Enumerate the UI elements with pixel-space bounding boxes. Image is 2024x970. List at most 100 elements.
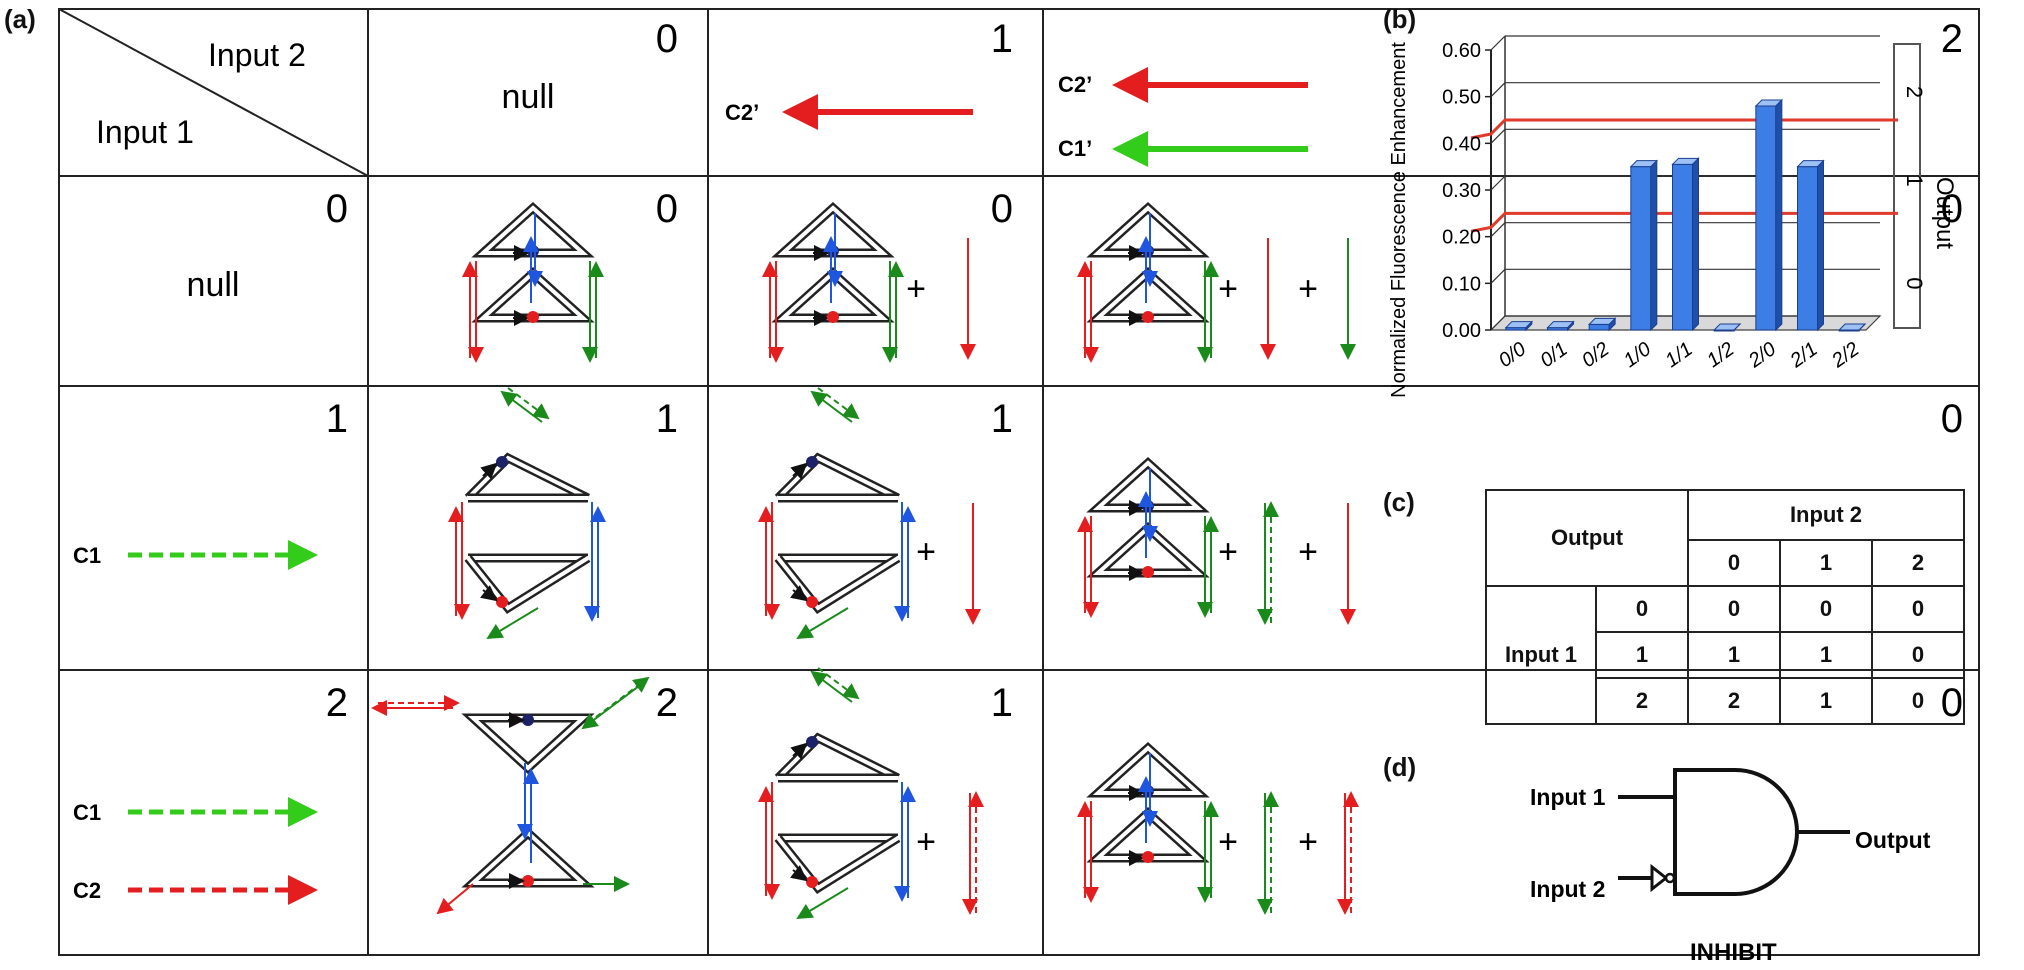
header-input2-label: Input 2: [208, 37, 306, 73]
plus-sign: +: [1218, 270, 1238, 308]
chart-y-tick-label: 0.60: [1442, 40, 1481, 62]
truth-table-col-1: 1: [1779, 539, 1873, 587]
chart-bar: [1672, 163, 1693, 331]
chart-gridline-side: [1490, 82, 1506, 98]
cell-1-0-output: 1: [656, 397, 678, 441]
truth-table-cell: 0: [1871, 585, 1965, 633]
row-header-2-num: 2: [326, 681, 348, 725]
chart-right-level-label: 0: [1902, 277, 1927, 289]
chart-bar: [1588, 323, 1610, 331]
cell-2-0-output: 2: [656, 681, 678, 725]
fluorescence-bar-chart: Normalized Fluorescence Enhancement Outp…: [1388, 35, 1955, 398]
chart-right-axis: 012: [1893, 43, 1927, 329]
chart-ylabel-right: Output: [1931, 177, 1955, 249]
chart-gridline-side: [1490, 175, 1506, 191]
plus-sign: +: [916, 533, 936, 571]
truth-table-cell: 1: [1687, 631, 1781, 679]
open-prism-structure: [766, 388, 908, 638]
chart-bar-side: [1525, 320, 1533, 332]
truth-table-output-header: Output: [1485, 489, 1689, 587]
chart-x-tick-label: 2/1: [1786, 338, 1822, 373]
open-prism-structure: [766, 668, 908, 918]
chart-right-axis-box: [1893, 43, 1921, 329]
gate-output-label: Output: [1855, 827, 1931, 853]
chart-x-tick-label: 2/2: [1827, 338, 1863, 373]
chart-y-tick-label: 0.00: [1442, 320, 1481, 342]
chart-threshold-line: [1470, 211, 1898, 233]
gate-inverter-bubble: [1664, 872, 1676, 884]
chart-y-tick-label: 0.50: [1442, 87, 1481, 109]
truth-table-input2-header: Input 2: [1687, 489, 1965, 541]
chart-x-tick-label: 2/0: [1744, 338, 1780, 373]
duplex-strand-red: [1345, 793, 1351, 913]
chart-bar-side: [1608, 317, 1616, 332]
chart-bar: [1797, 166, 1818, 331]
chart-x-tick-label: 0/0: [1495, 338, 1530, 372]
cell-0-2-output: 0: [1941, 187, 1963, 231]
chart-x-tick-label: 0/1: [1536, 338, 1571, 372]
chart-bar: [1630, 166, 1652, 331]
truth-table-row-2-in1: 2: [1595, 677, 1689, 725]
truth-table-cell: 0: [1871, 631, 1965, 679]
row-header-1-num: 1: [326, 397, 348, 441]
cell-1-1-output: 1: [991, 397, 1013, 441]
cell-0-1-output: 0: [991, 187, 1013, 231]
header-input1-label: Input 1: [96, 114, 194, 150]
chart-ylabel: Normalized Fluorescence Enhancement: [1388, 42, 1410, 398]
col-header-0-text: null: [502, 78, 555, 116]
plus-sign: +: [916, 823, 936, 861]
chart-bars: [1504, 98, 1867, 332]
chart-y-tick-label: 0.40: [1442, 133, 1481, 155]
plus-sign: +: [1218, 533, 1238, 571]
chart-bar: [1755, 105, 1777, 331]
panel-b-label: (b): [1383, 4, 1417, 34]
plus-sign: +: [1298, 533, 1318, 571]
closed-prism-structure: [1085, 748, 1211, 901]
chart-x-tick-label: 1/1: [1661, 338, 1696, 372]
col-header-0-num: 0: [656, 17, 678, 61]
header-diagonal: [58, 8, 369, 177]
plus-sign: +: [906, 270, 926, 308]
col-header-2-num: 2: [1941, 17, 1963, 61]
duplex-strand-red: [970, 793, 976, 913]
truth-table-cell: 1: [1779, 677, 1873, 725]
chart-threshold-lines: [1470, 118, 1898, 233]
row-header-2-strand-0: C1: [73, 800, 101, 825]
plus-sign: +: [1298, 270, 1318, 308]
chart-y-tick-label: 0.10: [1442, 273, 1481, 295]
col-header-2-strand-0: C2’: [1058, 72, 1092, 97]
inhibit-gate-diagram: Input 1 Input 2 Output INHIBIT: [1530, 768, 1931, 966]
row-header-1-strand-0: C1: [73, 543, 101, 568]
chart-y-ticks: 0.000.100.200.300.400.500.60: [1442, 40, 1491, 342]
chart-bar-side: [1567, 320, 1574, 332]
chart-x-tick-label: 1/0: [1620, 338, 1655, 372]
panel-d-label: (d): [1383, 752, 1417, 782]
gate-input2-label: Input 2: [1530, 876, 1605, 902]
col-header-1-num: 1: [991, 17, 1013, 61]
gate-inverter-triangle: [1650, 863, 1669, 893]
chart-gridline-side: [1490, 315, 1506, 331]
hourglass-structure: [373, 678, 648, 913]
truth-table-cell: 0: [1687, 585, 1781, 633]
chart-bar-top: [1837, 323, 1867, 331]
truth-table-cell: 1: [1779, 631, 1873, 679]
plus-sign: +: [1298, 823, 1318, 861]
truth-table-cell: 0: [1871, 677, 1965, 725]
row-header-2-strand-1: C2: [73, 878, 101, 903]
and-gate-shape: [1673, 768, 1799, 896]
chart-x-tick-label: 1/2: [1703, 338, 1738, 372]
chart-right-level-label: 1: [1902, 175, 1927, 187]
truth-table-col-0: 0: [1687, 539, 1781, 587]
truth-table: Output Input 2 0 1 2 Input 1 0 0 0 0 1 1…: [1485, 489, 1965, 725]
col-header-1-strand: C2’: [725, 100, 759, 125]
chart-gridline-side: [1490, 222, 1506, 238]
cell-1-2-output: 0: [1941, 397, 1963, 441]
closed-prism-structure: [1085, 463, 1211, 616]
truth-table-row-1-in1: 1: [1595, 631, 1689, 679]
chart-gridline-side: [1490, 268, 1506, 284]
chart-bar-side: [1817, 159, 1824, 332]
chart-gridline-side: [1490, 128, 1506, 144]
plus-sign: +: [1218, 823, 1238, 861]
panel-a-label: (a): [4, 4, 36, 34]
